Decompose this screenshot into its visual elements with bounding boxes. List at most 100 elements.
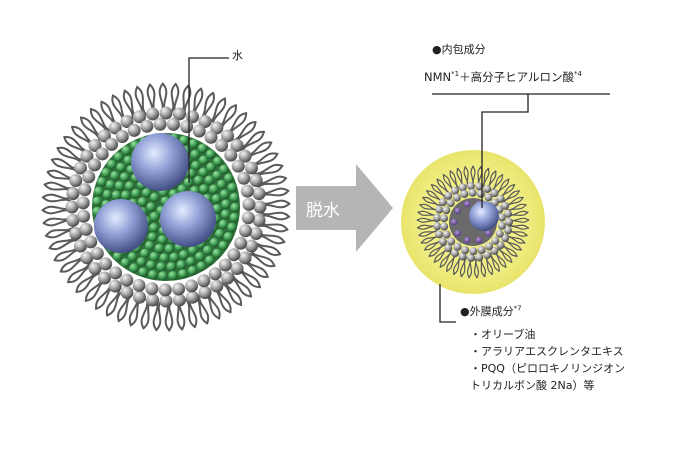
lipid-head bbox=[440, 214, 449, 223]
list-item: ・オリーブ油 bbox=[470, 328, 536, 341]
lipid-head bbox=[458, 252, 467, 261]
purple-particle bbox=[485, 229, 492, 237]
hyaluronic-note: *4 bbox=[574, 70, 582, 79]
lipid-tail bbox=[508, 225, 530, 230]
inner-content: NMN*1＋高分子ヒアルロン酸*4 bbox=[424, 70, 582, 84]
lipid-head bbox=[82, 170, 96, 184]
nmn-label: NMN bbox=[424, 70, 452, 84]
green-particle bbox=[220, 209, 231, 220]
lipid-head bbox=[469, 247, 478, 256]
lipid-head bbox=[249, 174, 263, 188]
nmn-note: *1 bbox=[451, 70, 460, 79]
lipid-head bbox=[249, 226, 263, 240]
lipid-head bbox=[133, 290, 147, 304]
lipid-head bbox=[227, 248, 241, 262]
lipid-head bbox=[180, 120, 194, 134]
lipid-head bbox=[444, 191, 453, 200]
lipid-head bbox=[442, 206, 451, 215]
green-particle bbox=[102, 189, 113, 200]
lipid-head bbox=[483, 251, 492, 260]
inner-leader-line bbox=[481, 94, 529, 208]
lipid-head bbox=[78, 183, 92, 197]
green-particle bbox=[186, 256, 196, 267]
lipid-head bbox=[476, 189, 485, 198]
green-particle bbox=[219, 189, 230, 199]
lipid-head bbox=[477, 245, 486, 254]
lipid-head bbox=[505, 218, 513, 226]
green-particle bbox=[214, 229, 225, 239]
water-label: 水 bbox=[232, 49, 243, 62]
green-particle bbox=[218, 240, 229, 251]
green-particle bbox=[92, 196, 103, 207]
green-particle bbox=[113, 152, 124, 162]
green-particle bbox=[227, 222, 237, 233]
lipid-head bbox=[438, 198, 447, 207]
lipid-head bbox=[440, 222, 449, 231]
lipid-head bbox=[238, 224, 252, 238]
green-particle bbox=[105, 179, 116, 190]
lipid-head bbox=[497, 213, 506, 222]
water-droplet-small bbox=[469, 201, 499, 231]
lipid-head bbox=[231, 159, 245, 173]
green-particle bbox=[188, 138, 199, 149]
green-particle bbox=[212, 170, 222, 181]
green-particle bbox=[146, 202, 156, 212]
purple-particle bbox=[454, 207, 461, 215]
green-particle bbox=[168, 270, 178, 281]
dehydrated-capsule bbox=[401, 150, 545, 294]
green-particle bbox=[148, 269, 158, 280]
green-particle bbox=[198, 167, 209, 178]
lipid-head bbox=[230, 262, 244, 276]
lipid-tail bbox=[259, 211, 291, 219]
lipid-head bbox=[461, 246, 470, 255]
green-particle bbox=[164, 244, 175, 254]
lipid-tail bbox=[89, 108, 112, 132]
lipid-tail bbox=[473, 257, 479, 279]
leader-lines bbox=[188, 57, 610, 323]
lipid-head bbox=[433, 213, 442, 222]
dehydration-arrow bbox=[296, 164, 393, 252]
lipid-tail bbox=[422, 196, 442, 206]
lipid-head bbox=[241, 211, 255, 225]
lipid-tail bbox=[154, 300, 162, 332]
lipid-head bbox=[252, 213, 266, 227]
green-particle bbox=[123, 155, 133, 166]
lipid-tail bbox=[184, 298, 197, 329]
green-particle bbox=[198, 155, 209, 166]
lipid-head bbox=[221, 271, 235, 285]
green-particle bbox=[230, 202, 240, 213]
green-particle bbox=[101, 167, 111, 178]
water-droplet bbox=[94, 199, 148, 253]
lipid-tail bbox=[241, 130, 265, 153]
green-particle bbox=[196, 261, 207, 271]
lipid-head bbox=[73, 161, 87, 175]
green-particle bbox=[191, 160, 201, 171]
green-particle bbox=[111, 190, 122, 201]
outer-heading: ●外膜成分*7 bbox=[460, 305, 522, 319]
lipid-head bbox=[140, 119, 154, 133]
lipid-head bbox=[458, 183, 467, 192]
lipid-head bbox=[88, 158, 102, 172]
lipid-tail bbox=[220, 282, 243, 306]
green-particle bbox=[229, 212, 239, 223]
green-particle bbox=[158, 271, 168, 281]
green-particle bbox=[112, 251, 123, 262]
lipid-head bbox=[76, 196, 90, 210]
green-particle bbox=[205, 149, 216, 160]
lipid-head bbox=[490, 246, 499, 255]
lipid-tail bbox=[44, 225, 75, 238]
lipid-tail bbox=[122, 89, 134, 120]
lipid-tail bbox=[48, 239, 79, 251]
lipid-head bbox=[245, 239, 259, 253]
green-particle bbox=[157, 234, 168, 245]
lipid-head bbox=[88, 262, 102, 276]
green-particle bbox=[114, 181, 125, 191]
lipid-head bbox=[73, 239, 87, 253]
lipid-head bbox=[197, 274, 211, 288]
lipid-head bbox=[237, 171, 251, 185]
purple-particle bbox=[475, 236, 483, 244]
purple-particle bbox=[450, 218, 458, 226]
green-particle bbox=[116, 162, 126, 173]
lipid-tail bbox=[198, 294, 210, 325]
